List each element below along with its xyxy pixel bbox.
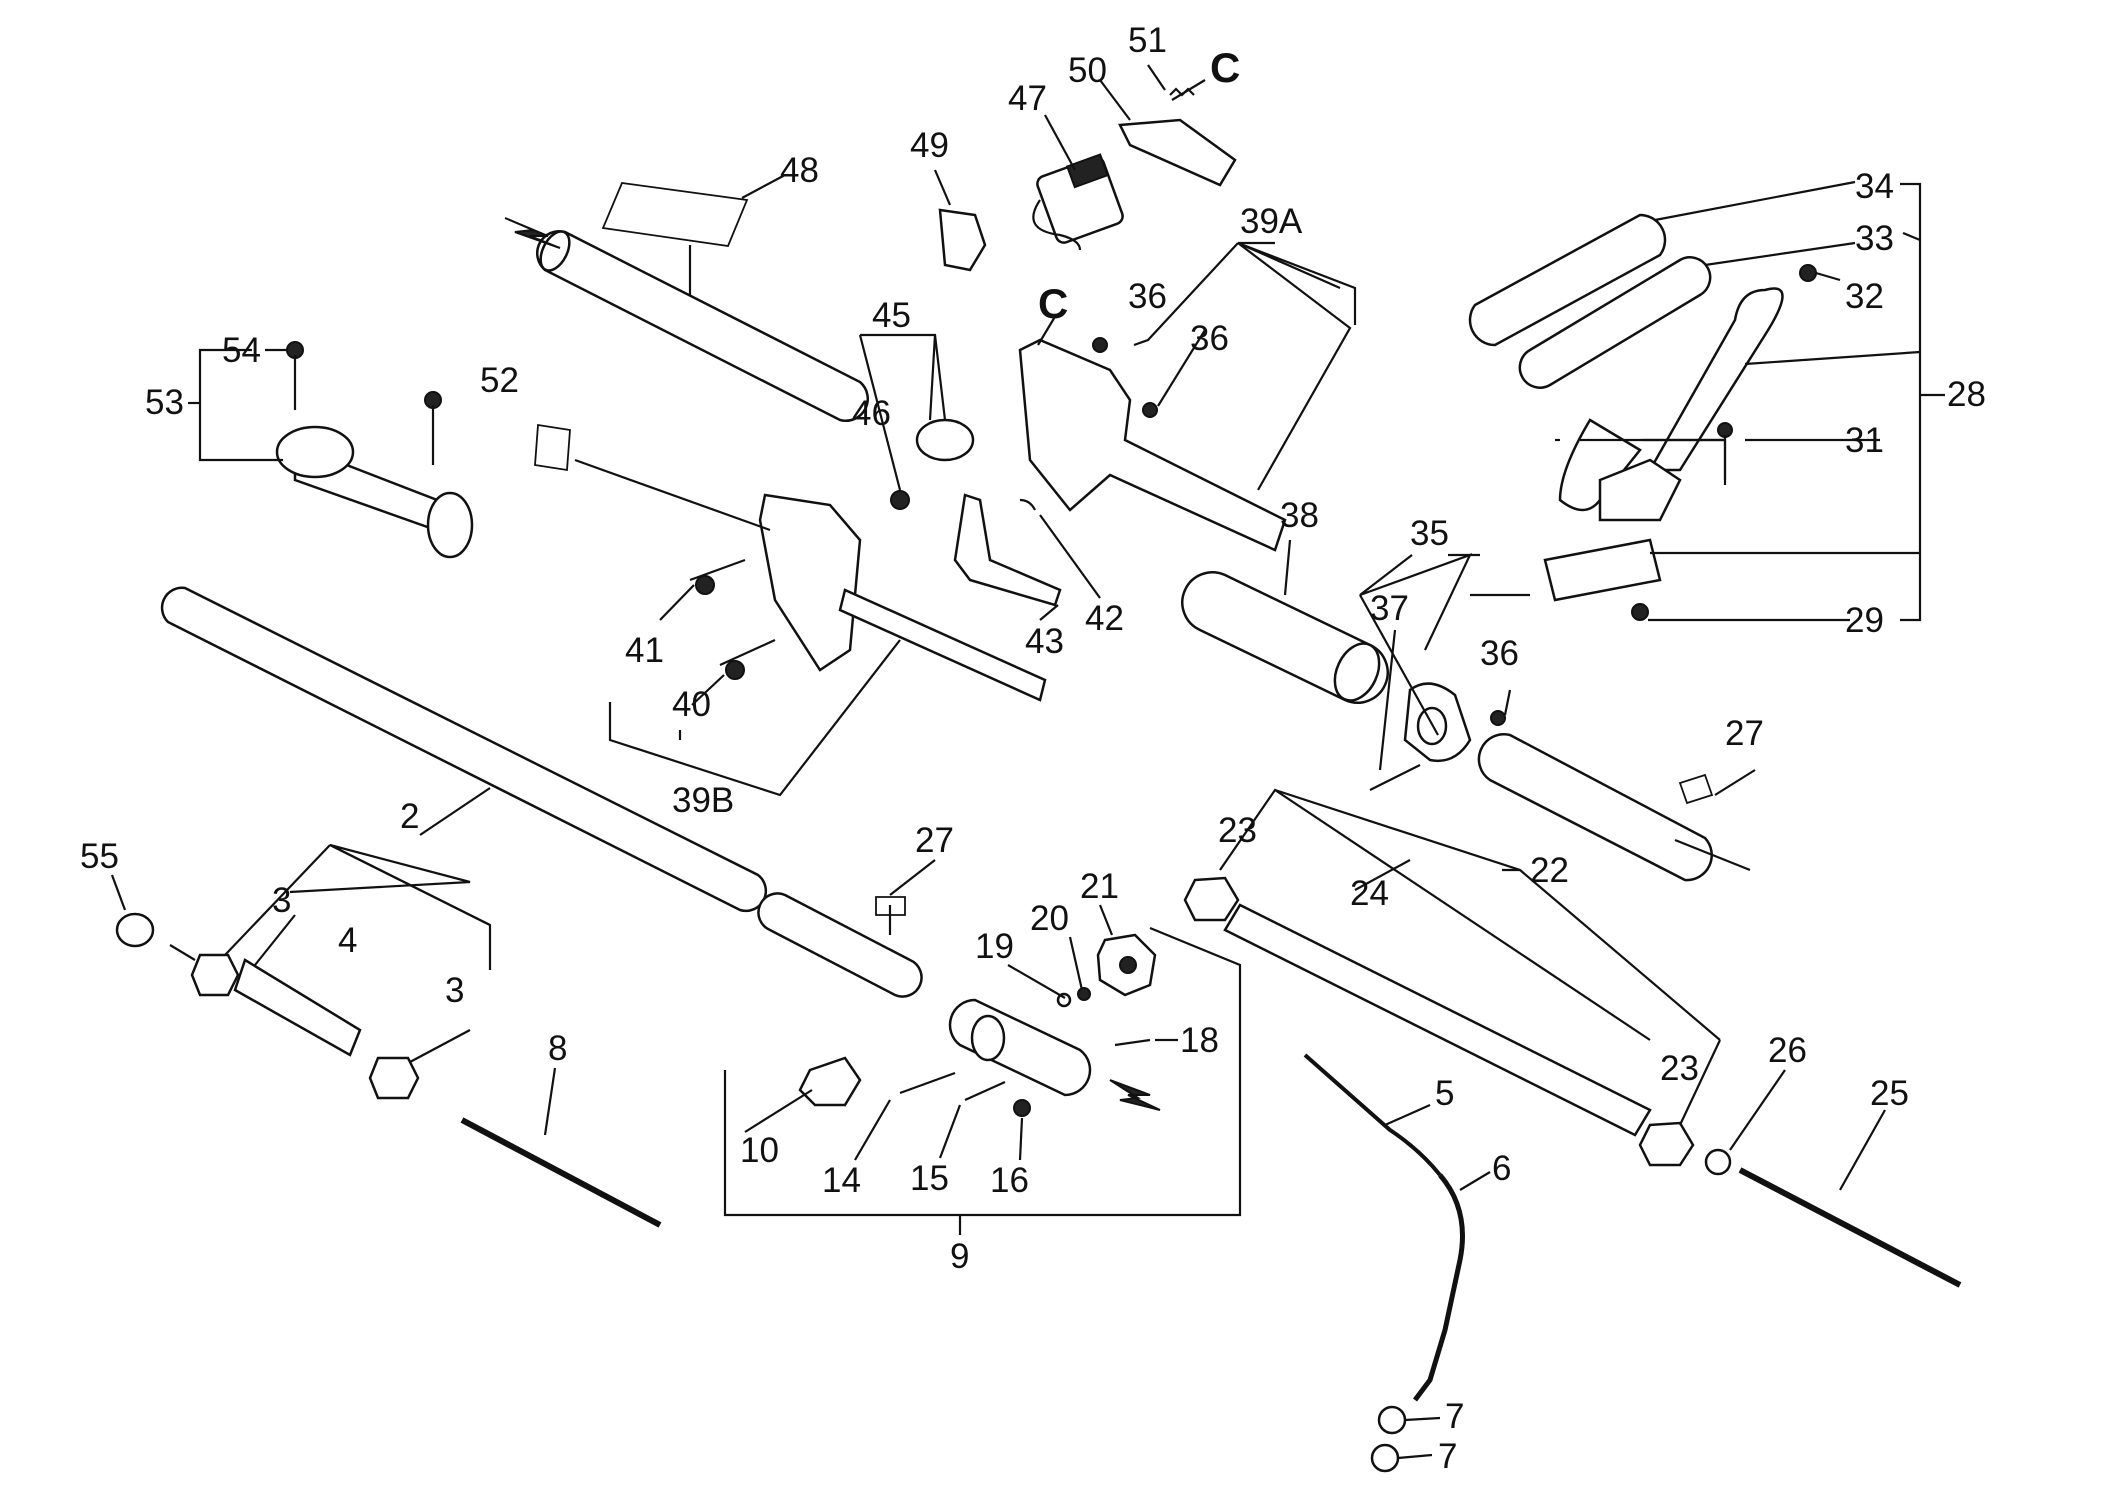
callout-20: 20 (1030, 899, 1069, 938)
drive-tube (160, 586, 768, 913)
callout-3-b: 3 (445, 971, 464, 1010)
callout-36-a: 36 (1128, 277, 1167, 316)
bushing-55 (115, 912, 155, 948)
callout-54: 54 (222, 331, 261, 370)
callout-7-b: 7 (1438, 1437, 1457, 1476)
callout-5: 5 (1435, 1074, 1454, 1113)
callout-36-b: 36 (1190, 319, 1229, 358)
grip-33 (1518, 256, 1712, 389)
nut-7-a (1377, 1405, 1407, 1435)
nut-7-b (1370, 1443, 1400, 1473)
callout-27-right: 27 (1725, 714, 1764, 753)
callout-39a: 39A (1240, 202, 1303, 241)
callout-22: 22 (1530, 851, 1569, 890)
callout-18: 18 (1180, 1021, 1219, 1060)
callout-33: 33 (1855, 219, 1894, 258)
callout-47: 47 (1008, 79, 1047, 118)
callout-3-a: 3 (272, 881, 291, 920)
callout-16: 16 (990, 1161, 1029, 1200)
liner-4 (233, 958, 362, 1057)
handle-39b (758, 493, 862, 672)
bushing-3-a (190, 953, 240, 997)
callout-38: 38 (1280, 496, 1319, 535)
callout-51: 51 (1128, 21, 1167, 60)
callout-c-top: C (1210, 44, 1240, 91)
callout-labels: 48 49 47 50 51 C 34 33 32 28 31 29 39A 3… (80, 21, 1986, 1476)
callout-55: 55 (80, 837, 119, 876)
callout-24: 24 (1350, 874, 1389, 913)
callout-29: 29 (1845, 601, 1884, 640)
bushing-23-a (1183, 876, 1240, 922)
callout-50: 50 (1068, 51, 1107, 90)
leader-lines (110, 64, 1945, 1460)
grip-34 (1468, 213, 1667, 347)
clamp-lower (1543, 538, 1662, 602)
handlebar-28 (1647, 287, 1784, 472)
clamp-45 (915, 418, 975, 462)
callout-23-a: 23 (1218, 811, 1257, 850)
liner-24 (1223, 903, 1652, 1137)
shaft-8 (460, 1117, 662, 1228)
callout-6: 6 (1492, 1149, 1511, 1188)
callout-19: 19 (975, 927, 1014, 966)
upper-tube (536, 230, 869, 422)
callout-15: 15 (910, 1159, 949, 1198)
housing-39a (1018, 338, 1287, 552)
callout-40: 40 (672, 685, 711, 724)
callout-31: 31 (1845, 421, 1884, 460)
callout-4: 4 (338, 921, 357, 960)
callout-10: 10 (740, 1131, 779, 1170)
callout-23-b: 23 (1660, 1049, 1699, 1088)
decal-48 (601, 182, 749, 247)
callout-28: 28 (1947, 375, 1986, 414)
callout-49: 49 (910, 126, 949, 165)
lever-43 (953, 493, 1062, 607)
bushing-23-b (1638, 1121, 1695, 1167)
coupling-9 (948, 998, 1092, 1097)
washer-26 (1704, 1148, 1732, 1176)
callout-41: 41 (625, 631, 664, 670)
callout-37: 37 (1370, 589, 1409, 628)
callout-c-housing: C (1038, 280, 1068, 327)
callout-32: 32 (1845, 277, 1884, 316)
arrow-mark (504, 217, 561, 249)
callout-39b: 39B (672, 781, 734, 820)
shaft-tube-22 (1477, 733, 1713, 882)
callout-34: 34 (1855, 167, 1894, 206)
decal-52 (534, 423, 571, 472)
callout-48: 48 (780, 151, 819, 190)
callout-2: 2 (400, 797, 419, 836)
callout-35: 35 (1410, 514, 1449, 553)
callout-53: 53 (145, 383, 184, 422)
cover-50 (1118, 118, 1237, 187)
callout-52: 52 (480, 361, 519, 400)
callout-26: 26 (1768, 1031, 1807, 1070)
tube-27 (757, 892, 923, 998)
shaft-25 (1738, 1167, 1962, 1288)
callout-9: 9 (950, 1237, 969, 1276)
bushing-3-b (368, 1056, 420, 1100)
callout-8: 8 (548, 1029, 567, 1068)
callout-7-a: 7 (1445, 1397, 1464, 1436)
callout-21: 21 (1080, 867, 1119, 906)
fitting-10 (798, 1056, 862, 1107)
callout-42: 42 (1085, 599, 1124, 638)
cable-5 (1303, 1053, 1442, 1177)
callout-45: 45 (872, 296, 911, 335)
callout-43: 43 (1025, 622, 1064, 661)
cable-6 (1413, 1173, 1465, 1402)
callout-27-left: 27 (915, 821, 954, 860)
callout-25: 25 (1870, 1074, 1909, 1113)
callout-14: 14 (822, 1161, 861, 1200)
callout-46: 46 (852, 394, 891, 433)
clamp-upper (1598, 458, 1682, 522)
clip-49 (938, 208, 987, 272)
callout-36-c: 36 (1480, 634, 1519, 673)
